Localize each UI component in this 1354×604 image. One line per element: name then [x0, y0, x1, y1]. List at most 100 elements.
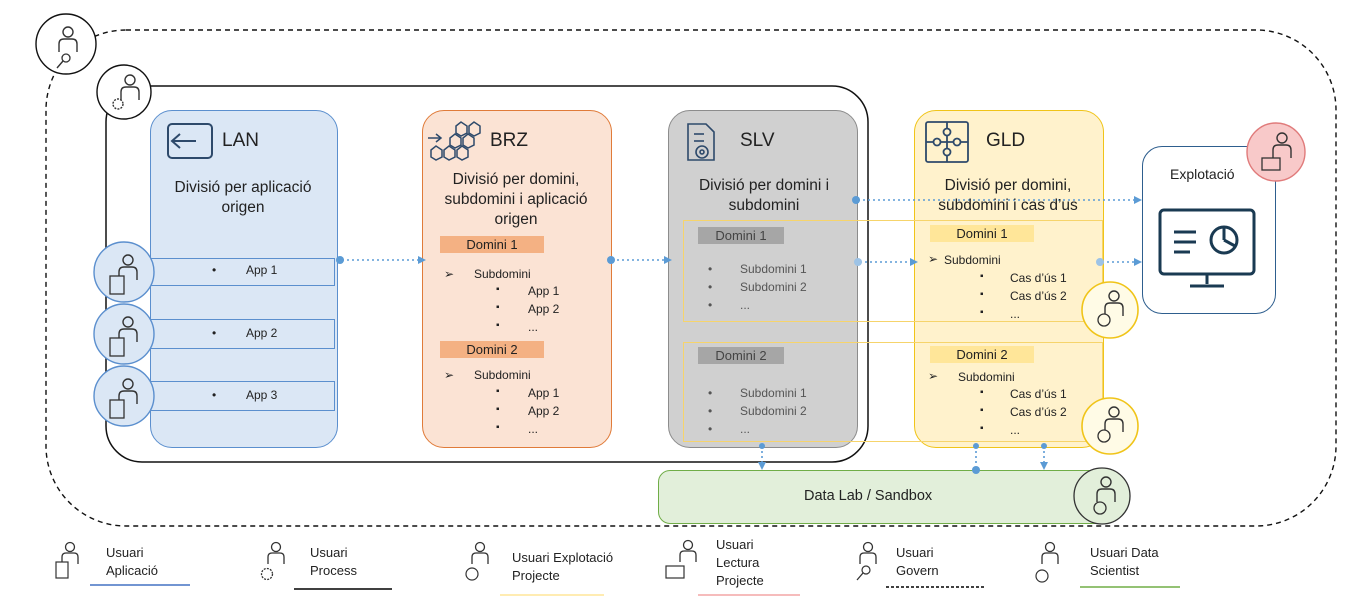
brz-app: App 2	[528, 404, 560, 418]
code-user-icon	[465, 541, 489, 581]
square-bullet: ▪	[980, 307, 984, 318]
square-bullet: ▪	[980, 289, 984, 300]
gld-use-case: Cas d’ús 1	[1010, 387, 1067, 401]
magnifier-user-icon	[856, 541, 877, 581]
legend-underlines	[90, 584, 1180, 596]
brz-app: App 1	[528, 284, 560, 298]
slv-subdomain: Subdomini 2	[740, 280, 807, 294]
brz-description: Divisió per domini, subdomini i aplicaci…	[444, 171, 588, 228]
brz-subdomain: Subdomini	[474, 368, 531, 382]
bullet: •	[708, 298, 713, 312]
slv-subdomain: Subdomini 1	[740, 262, 807, 276]
bullet: •	[708, 386, 713, 400]
legend-label: Usuari Data	[1090, 545, 1159, 560]
slv-subdomain: ...	[740, 422, 751, 436]
square-bullet: ▪	[496, 404, 500, 415]
bullet: •	[708, 404, 713, 418]
dashboard-monitor-icon	[1158, 208, 1256, 288]
square-bullet: ▪	[496, 284, 500, 295]
legend-label: Usuari	[310, 545, 348, 560]
arrow-bullet: ➢	[928, 369, 939, 383]
gld-use-case: Cas d’ús 2	[1010, 405, 1067, 419]
gld-use-case: Cas d’ús 2	[1010, 289, 1067, 303]
arrow-bullet: ➢	[444, 267, 455, 281]
square-bullet: ▪	[496, 386, 500, 397]
gld-domain-tag: Domini 2	[930, 346, 1034, 363]
bullet: •	[708, 262, 713, 276]
slv-subdomain: Subdomini 1	[740, 386, 807, 400]
bullet: •	[708, 422, 713, 436]
explotacio-title: Explotació	[1170, 166, 1235, 182]
gld-use-case: Cas d’ús 1	[1010, 271, 1067, 285]
login-icon	[167, 123, 213, 159]
governance-user-badge	[35, 13, 97, 75]
brz-app: App 2	[528, 302, 560, 316]
legend-label: Govern	[896, 563, 939, 578]
exploitation-user-badge	[1081, 281, 1139, 339]
legend-label: Usuari Explotació	[512, 550, 614, 565]
lan-description: Divisió per aplicació origen	[174, 179, 312, 216]
slv-layer	[668, 110, 858, 448]
bullet: •	[212, 263, 217, 277]
lan-layer	[150, 110, 338, 448]
arrow-bullet: ➢	[444, 368, 455, 382]
lan-app-row	[150, 319, 335, 349]
legend-label: Projecte	[716, 573, 764, 588]
document-gear-icon	[687, 123, 715, 161]
lan-title: LAN	[222, 130, 259, 151]
data-scientist-user-badge	[1073, 467, 1131, 525]
gld-description: Divisió per domini, subdomini i cas d’us	[938, 177, 1078, 214]
legend-label: Scientist	[1090, 563, 1140, 578]
bullet: •	[212, 388, 217, 402]
square-bullet: ▪	[496, 422, 500, 433]
square-bullet: ▪	[496, 302, 500, 313]
square-bullet: ▪	[980, 271, 984, 282]
lan-app-label: App 1	[246, 263, 278, 277]
gld-subdomain: Subdomini	[944, 253, 1001, 267]
app-user-badge	[93, 303, 155, 365]
brz-domain-tag: Domini 2	[440, 341, 544, 358]
square-bullet: ▪	[980, 405, 984, 416]
gld-use-case: ...	[1010, 307, 1021, 321]
puzzle-icon	[925, 121, 969, 163]
brz-layer	[422, 110, 612, 448]
lan-app-row	[150, 258, 335, 286]
brz-app: App 1	[528, 386, 560, 400]
process-user-badge	[96, 64, 152, 120]
arrow-bullet: ➢	[928, 252, 939, 266]
gear-user-icon	[260, 541, 285, 581]
lan-app-label: App 3	[246, 388, 278, 402]
slv-title: SLV	[740, 130, 775, 151]
legend-label: Aplicació	[106, 563, 159, 578]
governance-boundary	[45, 29, 1337, 527]
gld-layer	[914, 110, 1104, 448]
legend-label: Usuari	[716, 537, 754, 552]
bullet: •	[212, 326, 217, 340]
lan-app-row	[150, 381, 335, 411]
reader-user-badge	[1246, 122, 1306, 182]
square-bullet: ▪	[980, 387, 984, 398]
legend-label: Usuari	[896, 545, 934, 560]
exploitation-user-badge	[1081, 397, 1139, 455]
datascience-user-icon	[1035, 541, 1059, 583]
app-user-badge	[93, 365, 155, 427]
legend-label: Process	[310, 563, 357, 578]
domain1-frame	[683, 220, 1103, 322]
slv-description: Divisió per domini i subdomini	[698, 177, 830, 214]
lan-app-label: App 2	[246, 326, 278, 340]
gld-use-case: ...	[1010, 423, 1021, 437]
slv-subdomain: ...	[740, 298, 751, 312]
legend-label: Lectura	[716, 555, 760, 570]
gld-title: GLD	[986, 130, 1026, 151]
gld-domain-tag: Domini 1	[930, 225, 1034, 242]
brz-title: BRZ	[490, 130, 528, 151]
legend-label: Projecte	[512, 568, 560, 583]
brz-app: ...	[528, 320, 539, 334]
slv-subdomain: Subdomini 2	[740, 404, 807, 418]
bullet: •	[708, 280, 713, 294]
slv-domain-tag: Domini 1	[698, 227, 784, 244]
hexagon-icon	[428, 121, 481, 161]
